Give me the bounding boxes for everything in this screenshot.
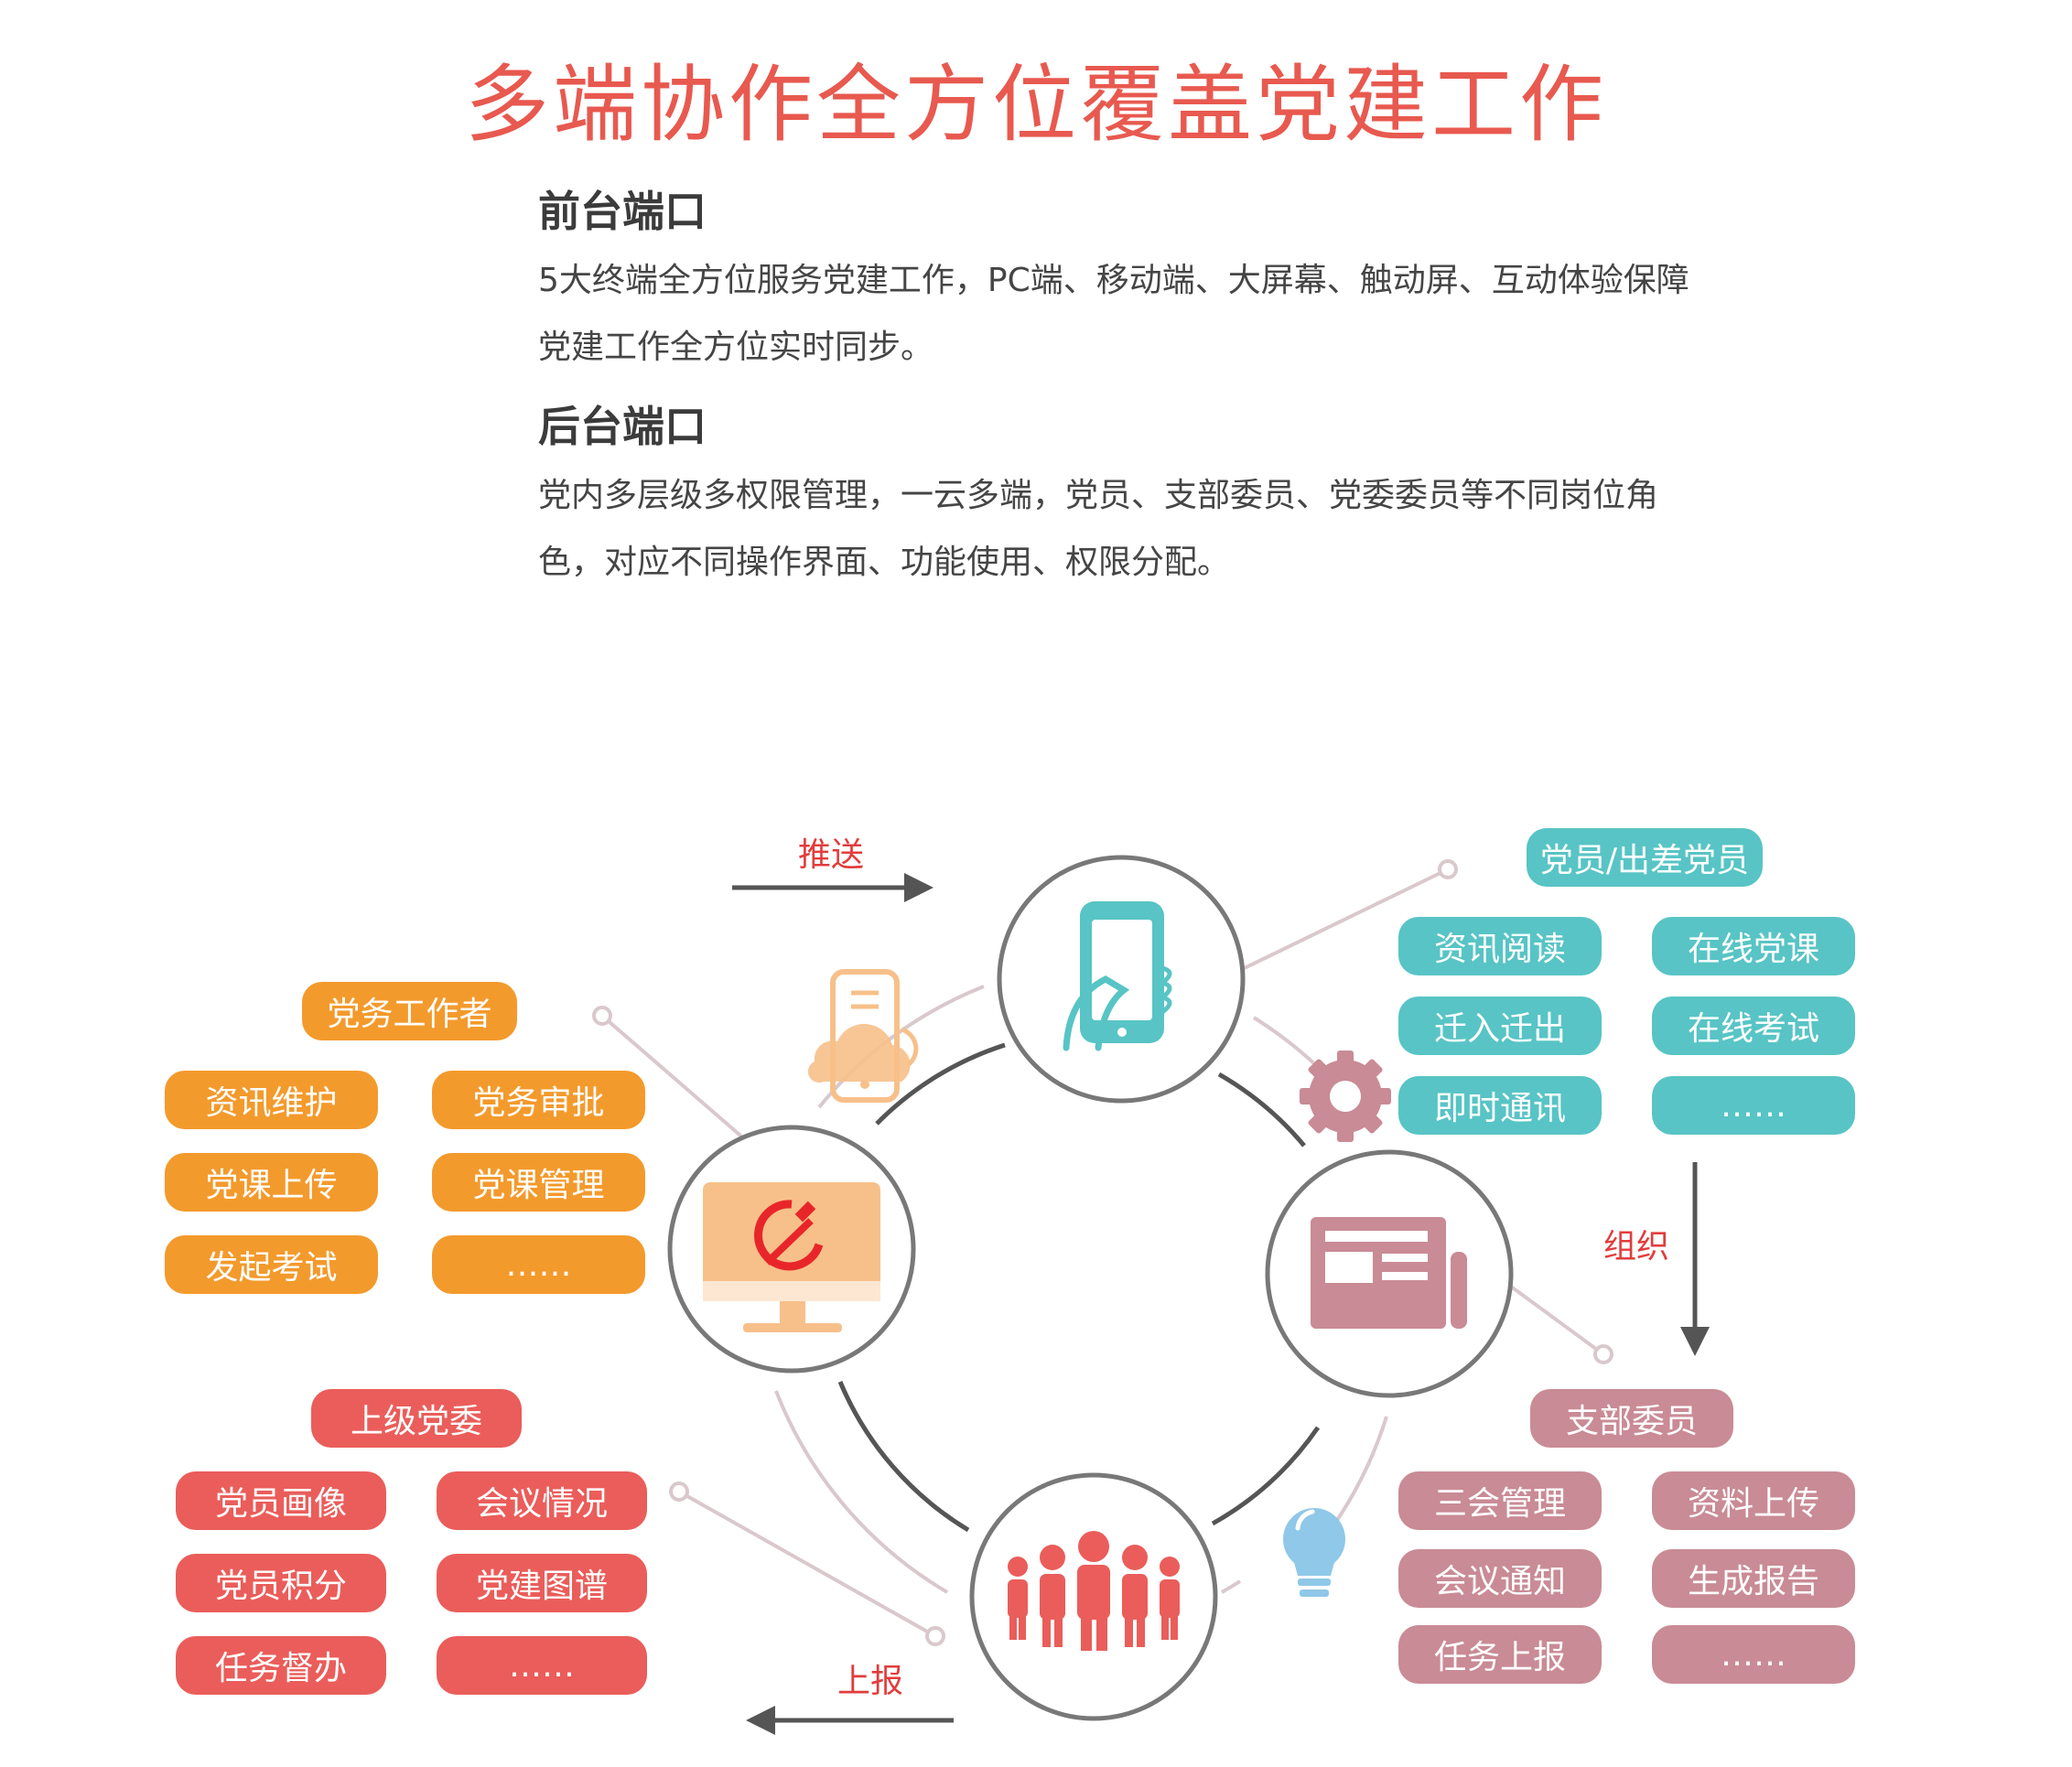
gear-icon xyxy=(1300,1051,1391,1142)
member-group-title: 党员/出差党员 xyxy=(1527,828,1763,887)
back-port-line-1: 党内多层级多权限管理，一云多端，党员、支部委员、党委委员等不同岗位角 xyxy=(538,477,1659,514)
organize-label: 组织 xyxy=(1603,1228,1670,1266)
cloud-phone-icon xyxy=(807,969,919,1103)
worker-item-4: 党课管理 xyxy=(432,1153,645,1212)
lightbulb-icon xyxy=(1283,1508,1345,1597)
worker-item-2: 党务审批 xyxy=(432,1071,645,1129)
branch-item-1: 三会管理 xyxy=(1398,1471,1602,1530)
organize-arrow xyxy=(1680,1162,1710,1356)
committee-item-3: 党员积分 xyxy=(176,1554,386,1612)
report-arrow xyxy=(746,1706,954,1735)
worker-item-3: 党课上传 xyxy=(165,1153,378,1212)
front-port-line-2: 党建工作全方位实时同步。 xyxy=(538,329,934,366)
worker-item-more: …… xyxy=(432,1235,645,1294)
branch-item-more: …… xyxy=(1652,1625,1855,1684)
member-item-more: …… xyxy=(1652,1076,1855,1135)
branch-item-4: 生成报告 xyxy=(1652,1549,1855,1608)
committee-item-more: …… xyxy=(437,1636,647,1695)
member-item-4: 在线考试 xyxy=(1652,997,1855,1055)
committee-item-1: 党员画像 xyxy=(176,1471,386,1530)
committee-item-5: 任务督办 xyxy=(176,1636,386,1695)
report-label: 上报 xyxy=(837,1663,904,1700)
front-port-line-1: 5大终端全方位服务党建工作，PC端、移动端、大屏幕、触动屏、互动体验保障 xyxy=(538,262,1689,299)
worker-group-title: 党务工作者 xyxy=(302,982,517,1040)
member-item-2: 在线党课 xyxy=(1652,917,1855,975)
back-port-heading: 后台端口 xyxy=(538,402,707,451)
member-item-5: 即时通讯 xyxy=(1398,1076,1602,1135)
central-ring xyxy=(837,1042,1321,1533)
branch-item-3: 会议通知 xyxy=(1398,1549,1602,1608)
front-port-heading: 前台端口 xyxy=(538,187,707,236)
newspaper-icon xyxy=(1311,1217,1467,1329)
outer-arcs xyxy=(774,985,1388,1594)
branch-item-5: 任务上报 xyxy=(1398,1625,1602,1684)
committee-item-4: 党建图谱 xyxy=(437,1554,647,1612)
branch-group-title: 支部委员 xyxy=(1530,1389,1733,1448)
push-arrow xyxy=(732,873,933,902)
people-group-icon xyxy=(1008,1531,1180,1651)
desktop-party-emblem-icon xyxy=(703,1182,880,1332)
mobile-phone-icon xyxy=(1063,901,1172,1051)
committee-group-title: 上级党委 xyxy=(311,1389,522,1448)
member-item-1: 资讯阅读 xyxy=(1398,917,1602,975)
worker-item-1: 资讯维护 xyxy=(165,1071,378,1129)
worker-item-5: 发起考试 xyxy=(165,1235,378,1294)
branch-item-2: 资料上传 xyxy=(1652,1471,1855,1530)
back-port-line-2: 色，对应不同操作界面、功能使用、权限分配。 xyxy=(538,544,1231,581)
member-item-3: 迁入迁出 xyxy=(1398,997,1602,1055)
page-title: 多端协作全方位覆盖党建工作 xyxy=(464,56,1607,154)
committee-item-2: 会议情况 xyxy=(437,1471,647,1530)
push-label: 推送 xyxy=(798,836,865,874)
